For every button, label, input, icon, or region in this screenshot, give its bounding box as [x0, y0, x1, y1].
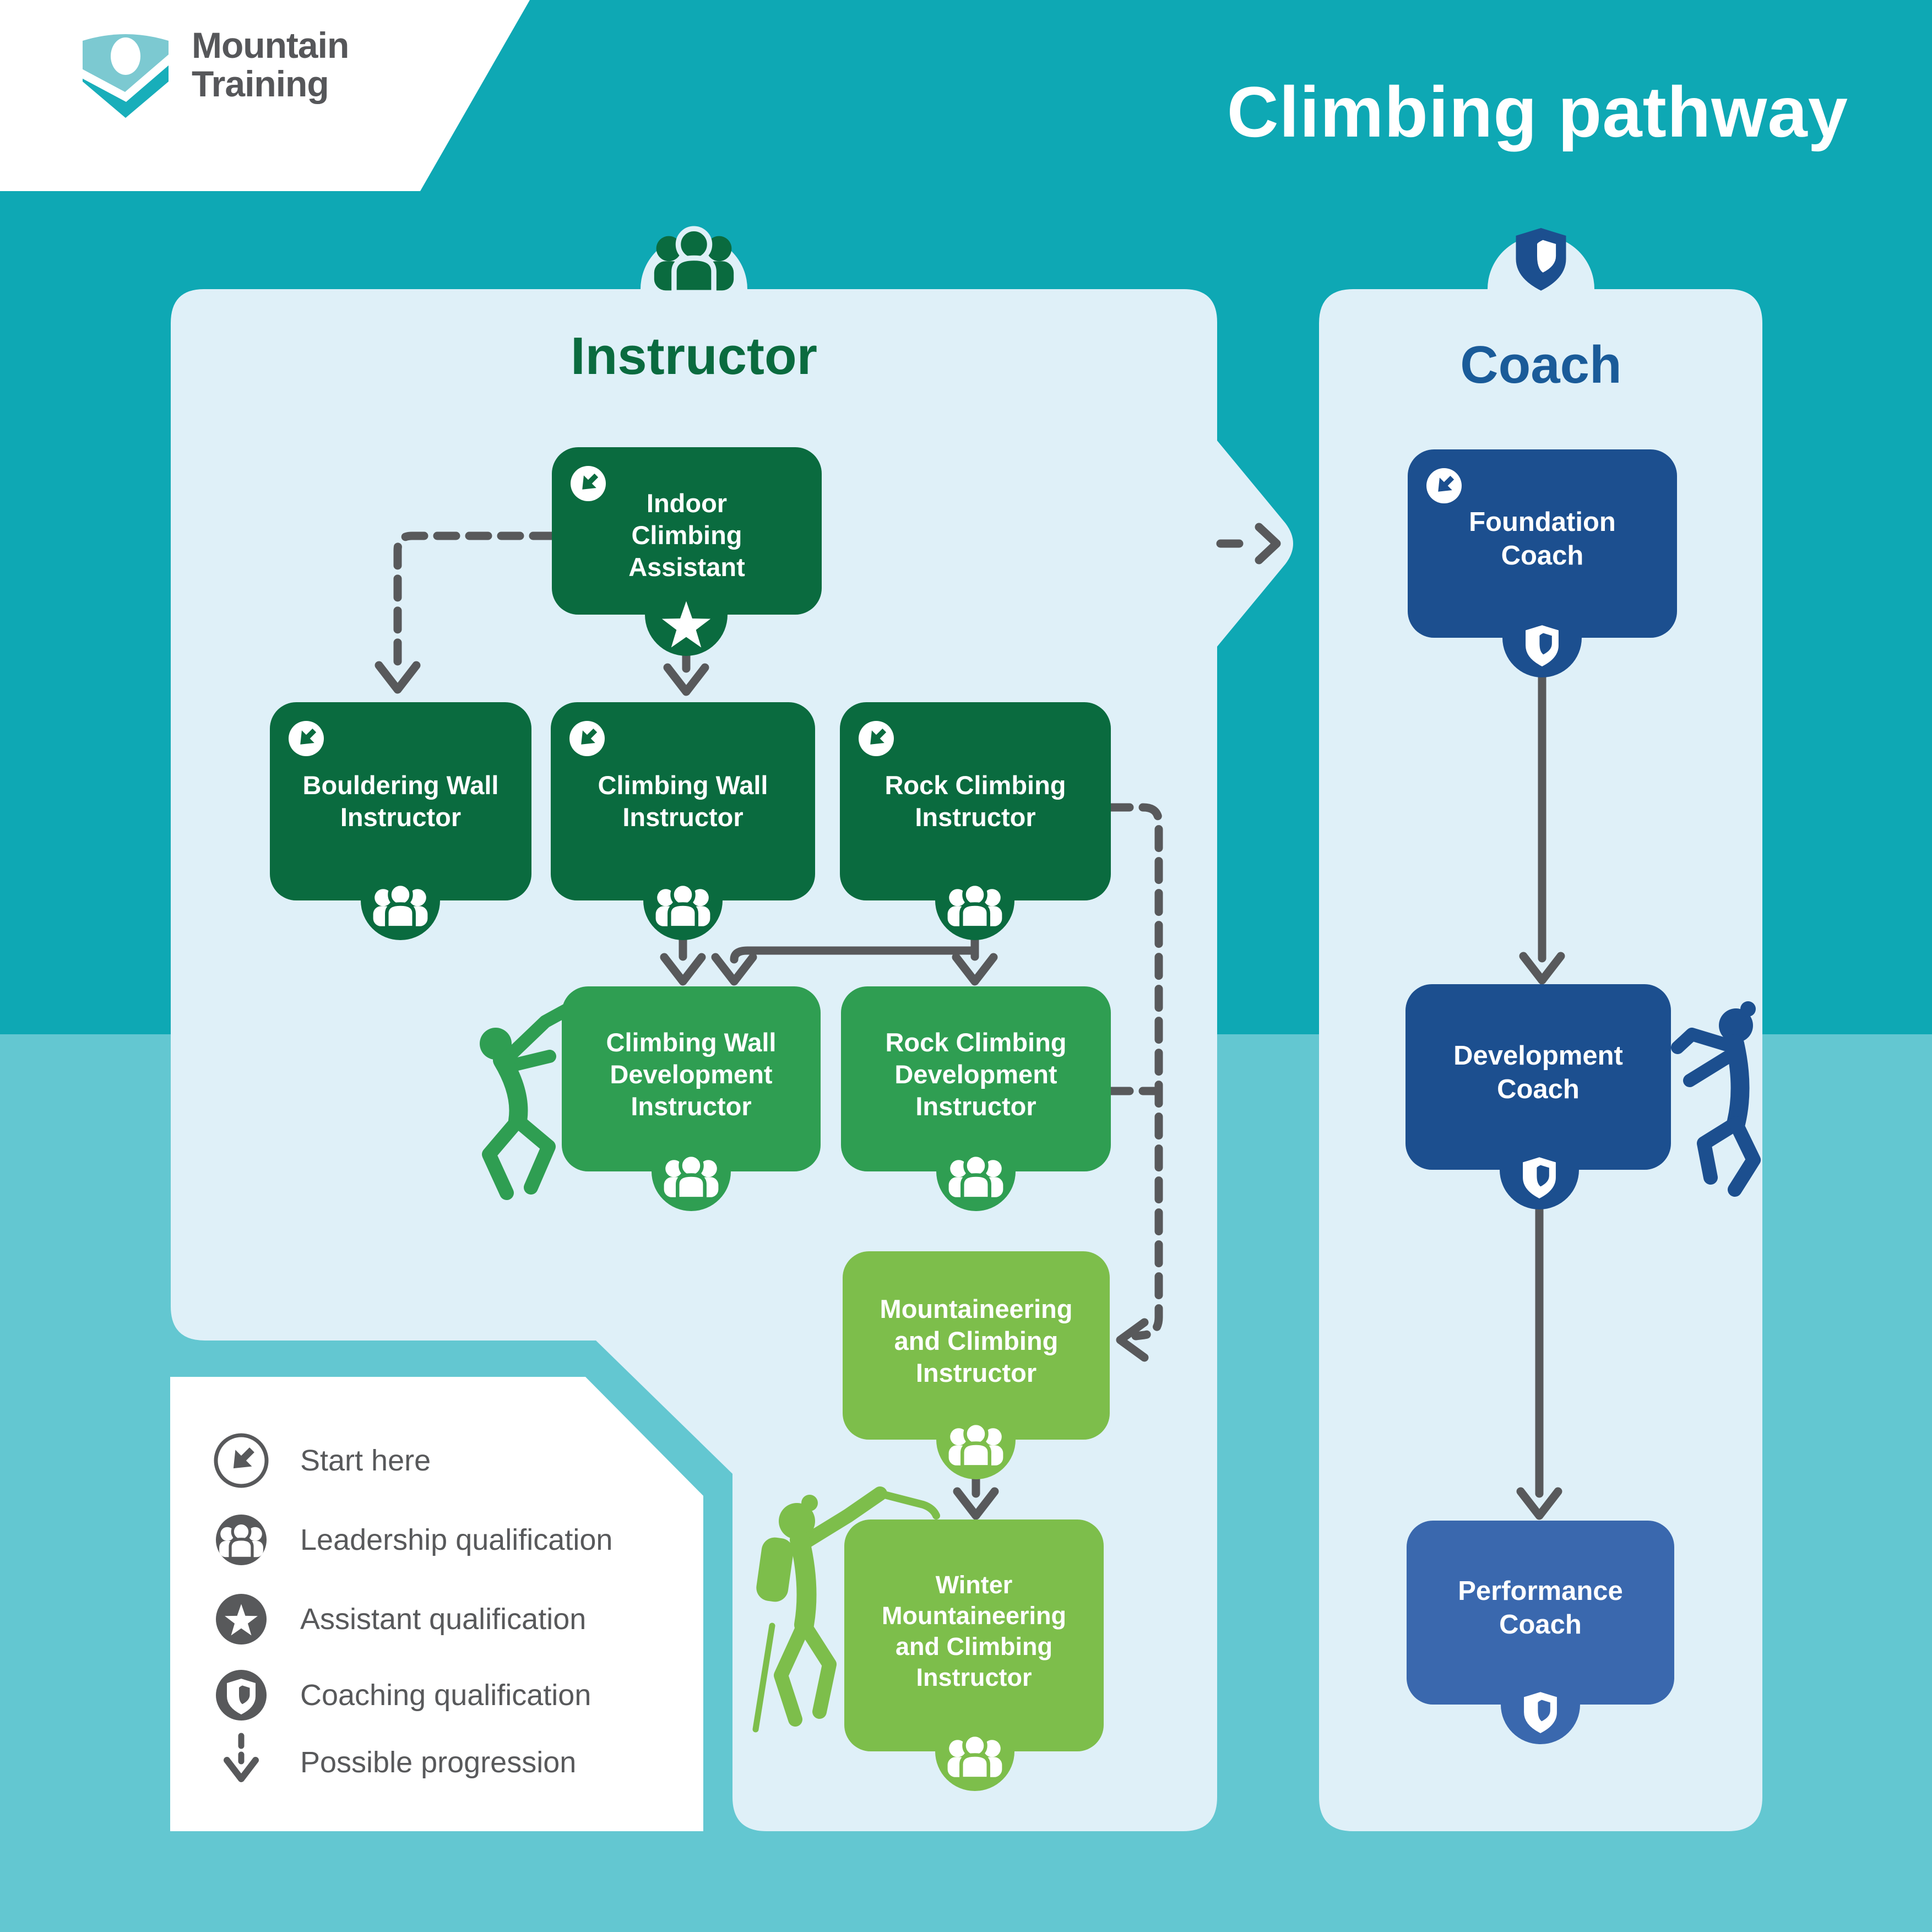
box-label-mountaineering-and-climbing-instructor: Mountaineering and Climbing Instructor [880, 1294, 1073, 1388]
legend-panel [170, 1377, 703, 1831]
node-rock-climbing-development-instructor [841, 986, 1111, 1211]
coaching-qualification-icon [216, 1670, 267, 1721]
node-development-coach [1405, 984, 1671, 1209]
legend-label-assistant-qualification: Assistant qualification [300, 1603, 587, 1636]
progression-rci-to-cwdi [730, 946, 979, 964]
box-label-rock-climbing-development-instructor: Rock Climbing Development Instructor [885, 1027, 1067, 1121]
node-rock-climbing-instructor [840, 702, 1111, 940]
node-performance-coach [1407, 1521, 1674, 1744]
arrowhead [375, 661, 421, 694]
box-label-climbing-wall-development-instructor: Climbing Wall Development Instructor [606, 1027, 777, 1121]
box-label-bouldering-wall-instructor: Bouldering Wall Instructor [302, 770, 499, 832]
node-mountaineering-and-climbing-instructor [843, 1251, 1110, 1479]
node-climbing-wall-instructor [551, 702, 815, 940]
logo-line1: Mountain [192, 25, 349, 66]
arrowhead [953, 1487, 999, 1520]
possible-progression-icon [224, 1733, 259, 1782]
leadership-qualification-icon [216, 1515, 267, 1565]
page-title: Climbing pathway [1227, 72, 1848, 152]
logo-wordmark: Mountain Training [192, 26, 349, 104]
node-winter-mountaineering-and-climbing-instructor [844, 1519, 1104, 1791]
instructor-people-icon [654, 229, 734, 292]
coach-climber-figure [1671, 1001, 1761, 1197]
start-here-icon [214, 1433, 269, 1488]
winter-climber-figure [752, 1486, 940, 1733]
arrowhead [1116, 1318, 1149, 1362]
box-label-foundation-coach: Foundation Coach [1469, 507, 1616, 571]
legend-label-leadership-qualification: Leadership qualification [300, 1523, 613, 1556]
logo-line2: Training [192, 63, 329, 104]
box-label-performance-coach: Performance Coach [1458, 1576, 1623, 1640]
progression-rock-to-mountaineering [1106, 803, 1163, 1341]
mountain-training-logo-icon [76, 34, 176, 118]
arrowhead [660, 953, 706, 986]
arrowhead [663, 663, 709, 696]
coach-section-title: Coach [1460, 335, 1622, 394]
box-label-indoor-climbing-assistant: Indoor Climbing Assistant [628, 488, 745, 582]
legend-label-possible-progression: Possible progression [300, 1746, 577, 1779]
node-bouldering-wall-instructor [270, 702, 531, 940]
assistant-qualification-icon [216, 1594, 267, 1645]
node-indoor-climbing-assistant [552, 447, 822, 656]
box-label-development-coach: Development Coach [1453, 1040, 1623, 1104]
progression-ica-to-bouldering [393, 531, 556, 671]
node-foundation-coach [1408, 449, 1677, 677]
climber-figure [480, 1002, 575, 1200]
instructor-section-title: Instructor [570, 327, 818, 386]
legend-icons [214, 1433, 269, 1782]
arrowhead [1255, 523, 1281, 565]
arrowhead [1516, 1487, 1562, 1520]
box-label-rock-climbing-instructor: Rock Climbing Instructor [884, 770, 1066, 832]
arrowhead [952, 953, 998, 986]
box-label-climbing-wall-instructor: Climbing Wall Instructor [598, 770, 768, 832]
arrowhead [711, 953, 757, 986]
node-climbing-wall-development-instructor [562, 986, 821, 1211]
box-label-winter-mountaineering-and-climbing-instructor: Winter Mountaineering and Climbing Instr… [882, 1571, 1066, 1691]
arrowhead [1519, 952, 1565, 985]
legend-label-start-here: Start here [300, 1444, 431, 1477]
legend-label-coaching-qualification: Coaching qualification [300, 1679, 591, 1712]
